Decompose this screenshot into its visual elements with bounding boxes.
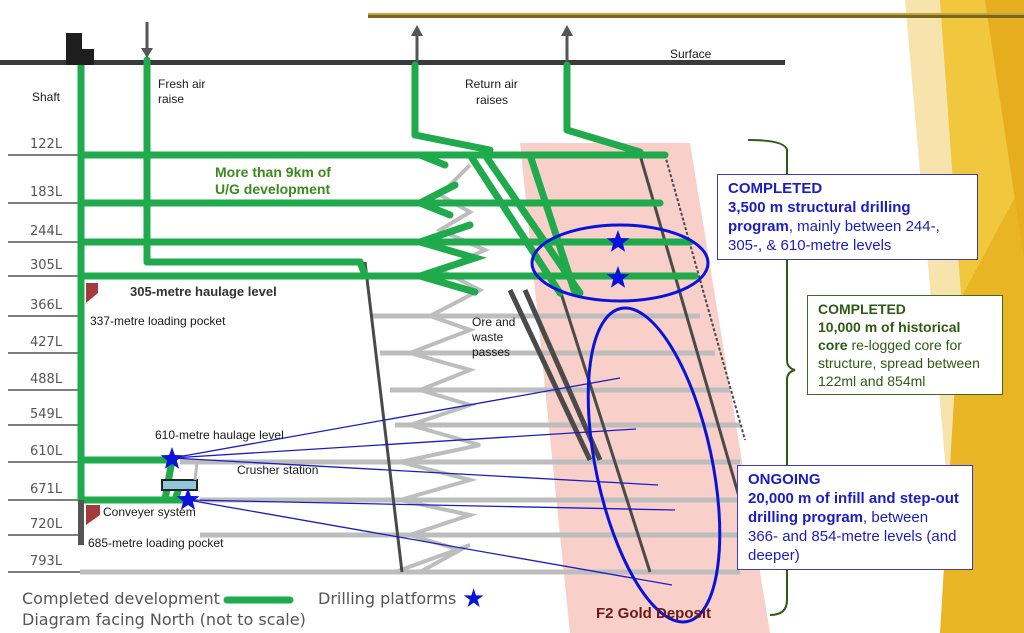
development-label-1: More than 9km of (215, 164, 331, 180)
level-label: 793L (30, 554, 63, 569)
deposit-label: F2 Gold Deposit (596, 605, 712, 622)
callout-highlight: 3,500 m structural drilling program (728, 199, 911, 235)
legend-star-icon: ★ (462, 584, 486, 614)
crusher-station-icon (161, 479, 198, 491)
development-label-2: U/G development (215, 181, 331, 197)
fresh-air-label-2: raise (158, 92, 185, 106)
crusher-label: Crusher station (237, 463, 319, 477)
shaft-label: Shaft (32, 90, 61, 104)
haulage-610-label: 610-metre haulage level (155, 428, 284, 442)
callout-ongoing-drilling: ONGOING 20,000 m of infill and step-out … (737, 465, 973, 570)
loading-685-label: 685-metre loading pocket (88, 536, 224, 550)
title-rule (368, 13, 1024, 18)
loading-pocket-337 (86, 283, 98, 303)
ore-passes-label-1: Ore and (472, 315, 516, 329)
drilling-platform-star-icon (176, 488, 200, 510)
callout-highlight: 10,000 m of historical core (818, 319, 961, 353)
bracket-completed (747, 139, 796, 616)
surface-line (0, 60, 785, 65)
return-air-label-2: raises (476, 93, 509, 107)
level-label: 122L (30, 137, 63, 152)
level-label: 610L (30, 444, 63, 459)
callout-status: COMPLETED (818, 301, 906, 317)
callout-highlight: 20,000 m of infill and step-out drilling… (748, 490, 959, 526)
old-workings (80, 163, 740, 575)
legend-completed-development: Completed development (22, 589, 220, 608)
level-label: 183L (30, 185, 63, 200)
level-label: 366L (30, 298, 63, 313)
shaft-sump (78, 500, 84, 545)
level-label: 549L (30, 407, 63, 422)
infill-drilling-ellipse (586, 306, 722, 624)
slide-decoration (905, 0, 1024, 633)
conveyor-label: Conveyer system (103, 505, 196, 519)
level-label: 427L (30, 335, 63, 350)
callout-status: ONGOING (748, 471, 821, 488)
air-arrows (141, 22, 573, 62)
return-air-label-1: Return air (465, 77, 518, 91)
structural-drilling-ellipse (530, 223, 710, 303)
legend-facing-note: Diagram facing North (not to scale) (22, 610, 306, 629)
callout-detail: , between 366- and 854-metre levels (and… (748, 509, 957, 564)
callout-detail: re-logged core for structure, spread bet… (818, 337, 980, 389)
ore-passes-label-2: waste (472, 330, 504, 344)
level-label: 720L (30, 517, 63, 532)
callout-detail: , mainly between 244-, 305-, & 610-metre… (728, 218, 940, 254)
level-label: 671L (30, 482, 63, 497)
haulage-305-label: 305-metre haulage level (130, 284, 277, 299)
completed-development (77, 56, 699, 504)
drilling-platform-star-icon (160, 447, 184, 469)
drilling-platform-star-icon (606, 266, 630, 288)
drill-holes (171, 377, 676, 586)
callout-status: COMPLETED (728, 180, 823, 197)
level-label: 244L (30, 224, 63, 239)
level-label: 488L (30, 372, 63, 387)
surface-label: Surface (670, 47, 712, 61)
drilling-platform-star-icon (606, 230, 630, 252)
shaft-headframe (66, 33, 94, 65)
loading-337-label: 337-metre loading pocket (90, 314, 226, 328)
loading-pocket-685 (86, 505, 100, 525)
ore-passes-label-3: passes (472, 345, 511, 359)
level-label: 305L (30, 258, 63, 273)
legend-drilling-platforms: Drilling platforms (318, 589, 457, 608)
callout-structural-drilling: COMPLETED 3,500 m structural drilling pr… (717, 174, 978, 260)
fresh-air-label-1: Fresh air (158, 77, 206, 91)
callout-historical-core: COMPLETED 10,000 m of historical core re… (807, 295, 1003, 395)
